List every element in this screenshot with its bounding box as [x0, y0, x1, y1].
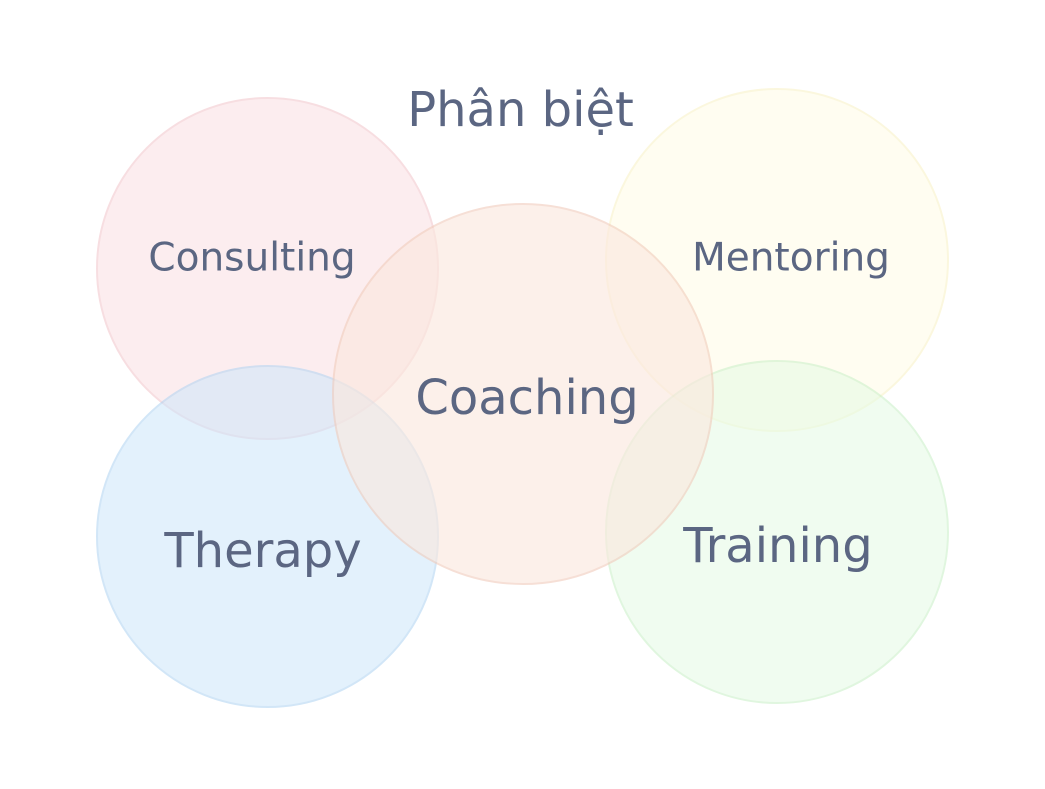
coaching-label: Coaching — [415, 370, 639, 426]
consulting-label: Consulting — [148, 235, 356, 281]
mentoring-label: Mentoring — [692, 235, 890, 281]
diagram-title: Phân biệt — [407, 82, 634, 138]
therapy-label: Therapy — [164, 523, 362, 579]
training-label: Training — [683, 518, 873, 574]
coaching-circle — [332, 203, 714, 585]
